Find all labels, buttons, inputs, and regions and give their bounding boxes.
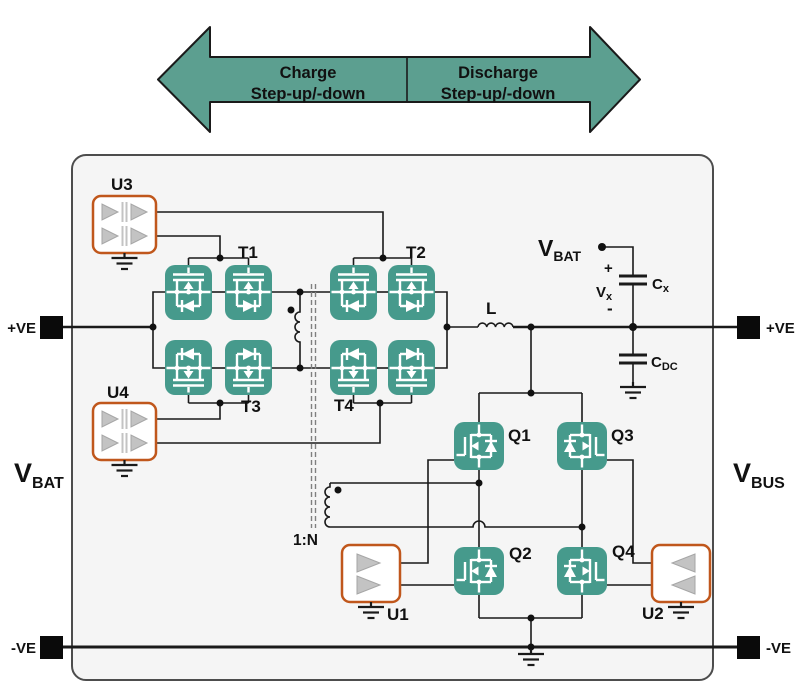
terminal-label-nve-right: -VE <box>766 640 791 657</box>
q1-label: Q1 <box>508 426 531 445</box>
terminal-label-pve-right: +VE <box>766 320 795 337</box>
terminal-pve-right <box>737 316 760 339</box>
wire-u3-out-t2 <box>156 211 384 258</box>
vx-label: Vx <box>596 284 613 303</box>
secondary-polarity-dot <box>334 486 342 494</box>
transformer-secondary-coil <box>324 483 331 528</box>
vbus-side-label: VBUS <box>733 458 785 492</box>
q3-mosfet <box>555 420 609 472</box>
terminal-nve-left <box>40 636 63 659</box>
discharge-label-line1: Discharge <box>458 64 538 82</box>
inductor-label: L <box>486 299 496 318</box>
u3-label: U3 <box>111 175 133 194</box>
terminal-pve-left <box>40 316 63 339</box>
label-layer: +VE +VE -VE -VE VBAT VBUS U3 U4 U1 U2 T1… <box>7 175 795 657</box>
charge-discharge-arrow: Charge Step-up/-down Discharge Step-up/-… <box>157 26 641 133</box>
u4-gate-driver <box>91 401 158 462</box>
inductor-coil <box>477 322 514 328</box>
wire-u1-out-q1 <box>400 459 454 564</box>
q1-mosfet <box>452 420 506 472</box>
terminal-label-nve-left: -VE <box>11 640 36 657</box>
vbat-node-dot <box>598 243 606 251</box>
double-arrow-shape <box>157 26 641 133</box>
cdc-label: CDC <box>651 354 678 373</box>
wire-u3-out-t1 <box>156 235 221 258</box>
vx-plus-label: + <box>604 260 613 277</box>
discharge-label-line2: Step-up/-down <box>441 85 556 103</box>
transformer-core <box>310 284 317 528</box>
wire-u4-out-t4 <box>156 403 381 444</box>
terminal-label-pve-left: +VE <box>7 320 36 337</box>
u2-gate-driver <box>650 543 712 604</box>
terminal-nve-right <box>737 636 760 659</box>
q2-label: Q2 <box>509 544 532 563</box>
vbat-side-label: VBAT <box>14 458 64 492</box>
u3-gate-driver <box>91 194 158 255</box>
t2-label: T2 <box>406 243 426 262</box>
turns-ratio-label: 1:N <box>293 532 318 549</box>
q3-label: Q3 <box>611 426 634 445</box>
u2-label: U2 <box>642 604 664 623</box>
u1-gate-driver <box>340 543 402 604</box>
t3-label: T3 <box>241 397 261 416</box>
vx-minus-label: - <box>607 299 613 318</box>
t4-label: T4 <box>334 396 354 415</box>
u4-label: U4 <box>107 383 129 402</box>
charge-label-line2: Step-up/-down <box>251 85 366 103</box>
t1-label: T1 <box>238 243 258 262</box>
q4-label: Q4 <box>612 542 635 561</box>
charge-label-line1: Charge <box>280 64 337 82</box>
q2-mosfet <box>452 545 506 597</box>
q4-mosfet <box>555 545 609 597</box>
junction-dots <box>149 243 637 651</box>
wire-vbat-node <box>602 246 634 276</box>
wire-u4-out-t3 <box>156 403 221 420</box>
u1-label: U1 <box>387 605 409 624</box>
cx-label: Cx <box>652 276 670 295</box>
transformer-primary-coil <box>294 292 301 368</box>
primary-polarity-dot <box>287 306 295 314</box>
wire-u2-out-q3 <box>607 459 652 564</box>
vbat-node-label: VBAT <box>538 235 582 264</box>
